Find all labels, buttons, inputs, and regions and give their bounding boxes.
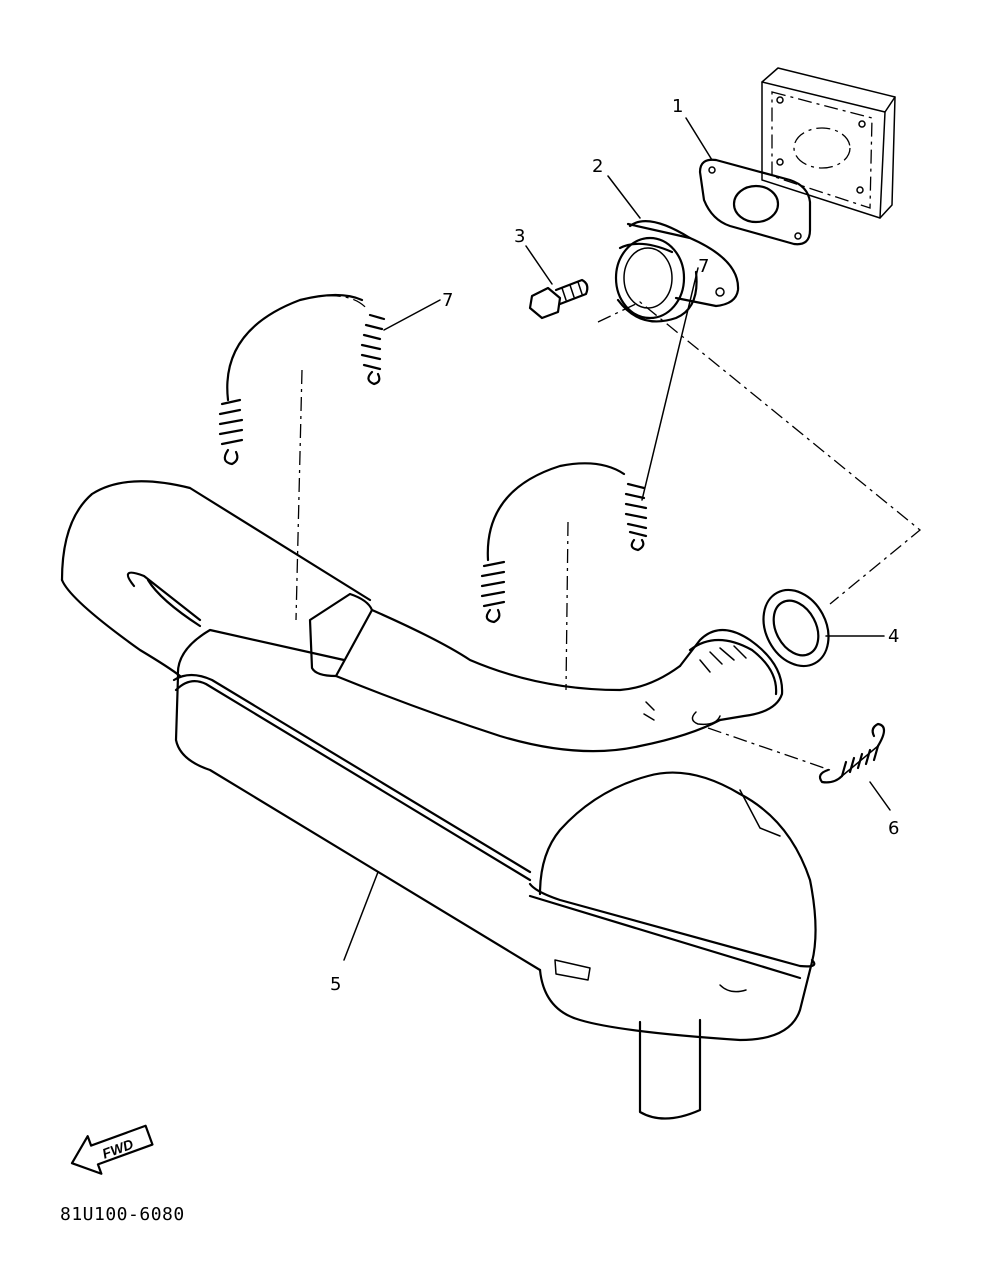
leader-1	[685, 117, 713, 161]
part-1-gasket	[698, 158, 812, 246]
callout-7-lower: 7	[698, 256, 709, 277]
leader-6	[869, 781, 891, 811]
callout-7-upper: 7	[442, 290, 453, 311]
callout-6: 6	[888, 818, 899, 839]
guide-line-left	[295, 369, 303, 621]
leader-5	[343, 871, 379, 961]
alignment-line-joint	[597, 301, 922, 605]
leader-2	[607, 175, 641, 219]
guide-line-right	[565, 521, 569, 691]
leader-7a	[383, 299, 441, 331]
part-6-spring	[818, 722, 886, 784]
part-4-gasket-ring	[762, 588, 830, 668]
part-5-muffler-assembly	[60, 480, 817, 1120]
drawing-code: 81U100-6080	[60, 1204, 185, 1225]
callout-3: 3	[514, 226, 525, 247]
callout-4: 4	[888, 626, 899, 647]
leader-7b	[641, 267, 699, 501]
leader-3	[525, 245, 553, 285]
part-7-spring-upper	[218, 293, 386, 466]
callout-2: 2	[592, 156, 603, 177]
engine-port-block	[761, 67, 896, 219]
alignment-line-spring	[707, 727, 831, 771]
fwd-arrow-icon: FWD	[70, 1124, 154, 1175]
part-7-spring-lower	[480, 462, 648, 624]
callout-5: 5	[330, 974, 341, 995]
callout-1: 1	[672, 96, 683, 117]
leader-lines	[343, 117, 891, 961]
part-3-bolt	[528, 278, 589, 320]
part-2-exhaust-joint	[614, 220, 740, 323]
